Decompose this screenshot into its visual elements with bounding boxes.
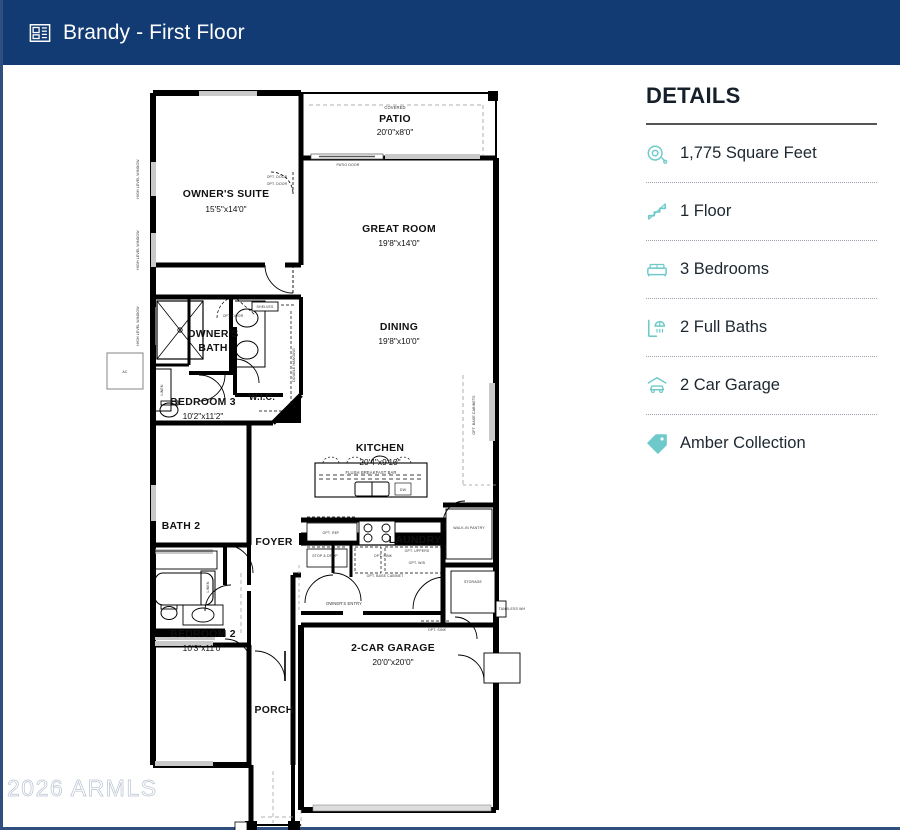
detail-label-floors: 1 Floor	[680, 202, 732, 220]
room-label-foyer: FOYER	[255, 537, 292, 548]
annotation-opt-door-1b: OPT. DOOR	[267, 182, 288, 186]
annotation-owners-entry: OWNER'S ENTRY	[326, 601, 362, 606]
floorplan-drawing: OWNER'S SUITE 15'5"x14'0" COVERED PATIO …	[106, 90, 526, 830]
detail-row-bedrooms: 3 Bedrooms	[646, 241, 877, 299]
room-label-bedroom3: BEDROOM 3	[170, 397, 236, 408]
annotation-double-hanging: DOUBLE HANGING	[292, 348, 296, 382]
room-label-porch: PORCH	[254, 705, 293, 716]
room-dim-dining: 19'8"x10'0"	[378, 336, 419, 346]
floorplan-icon	[29, 23, 51, 42]
details-panel: DETAILS 1,775 Square Feet 1 Floor	[628, 65, 900, 830]
annotation-opt-uppers: OPT. UPPERS	[405, 549, 430, 553]
annotation-storage: STORAGE	[464, 580, 483, 584]
room-label-laundry: LAUNDRY	[389, 535, 442, 546]
annotation-opt-sink: OPT. SINK	[374, 554, 393, 558]
room-label-kitchen: KITCHEN	[356, 443, 404, 454]
annotation-dw: DW	[400, 488, 407, 492]
floorplan-panel: OWNER'S SUITE 15'5"x14'0" COVERED PATIO …	[3, 65, 628, 830]
car-icon	[647, 376, 667, 393]
annotation-high-level-window-3: HIGH LEVEL WINDOW	[136, 306, 140, 346]
details-divider	[646, 123, 877, 125]
room-label-wic: W.I.C.	[249, 392, 275, 402]
room-dim-bedroom3: 10'2"x11'2"	[183, 411, 224, 421]
detail-row-collection: Amber Collection	[646, 415, 877, 472]
annotation-opt-door-1: OPT. DOOR	[267, 175, 288, 179]
room-label-owners-suite: OWNER'S SUITE	[183, 189, 270, 200]
annotation-walk-in-pantry-1: WALK-IN PANTRY	[453, 526, 485, 530]
annotation-stop-drop: STOP & DROP	[312, 554, 338, 558]
title-bar: Brandy - First Floor	[3, 0, 900, 65]
room-label-patio: PATIO	[379, 114, 411, 125]
page-title: Brandy - First Floor	[63, 20, 245, 44]
annotation-opt-base-cabinet: OPT. BASE CABINET	[367, 574, 404, 578]
detail-row-garage: 2 Car Garage	[646, 357, 877, 415]
detail-row-square-feet: 1,775 Square Feet	[646, 125, 877, 183]
annotation-flush-breakfast-bar: FLUSH BREAKFAST BAR	[345, 470, 396, 475]
room-dim-patio: 20'0"x8'0"	[377, 127, 414, 137]
room-label-bath: BATH	[198, 343, 227, 354]
annotation-high-level-window-1: HIGH LEVEL WINDOW	[136, 159, 140, 199]
annotation-tankless-wh: TANKLESS WH	[499, 607, 526, 611]
annotation-linen-2: LINEN	[206, 581, 210, 592]
room-dim-great-room: 19'8"x14'0"	[378, 238, 419, 248]
room-dim-garage: 20'0"x20'0"	[372, 657, 413, 667]
room-label-bath2: BATH 2	[162, 521, 201, 532]
stairs-icon	[647, 202, 667, 220]
bed-icon	[647, 263, 667, 276]
room-label-dining: DINING	[380, 322, 418, 333]
room-label-bedroom2: BEDROOM 2	[170, 629, 236, 640]
shower-icon	[647, 319, 666, 337]
content-area: OWNER'S SUITE 15'5"x14'0" COVERED PATIO …	[3, 65, 900, 830]
annotation-opt-door-2: OPT. DOOR	[223, 314, 244, 318]
annotation-linen-1: LINEN	[160, 384, 164, 395]
detail-label-collection: Amber Collection	[680, 434, 806, 452]
room-dim-owners-suite: 15'5"x14'0"	[205, 204, 246, 214]
annotation-shelves: SHELVES	[257, 305, 274, 309]
detail-label-baths: 2 Full Baths	[680, 318, 768, 336]
detail-label-bedrooms: 3 Bedrooms	[680, 260, 769, 278]
detail-label-garage: 2 Car Garage	[680, 376, 780, 394]
room-label-garage: 2-CAR GARAGE	[351, 643, 435, 654]
annotation-opt-base-cabinets: OPT. BASE CABINETS	[472, 395, 476, 435]
detail-label-square-feet: 1,775 Square Feet	[680, 144, 817, 162]
tape-measure-icon	[647, 144, 668, 164]
details-heading: DETAILS	[646, 83, 741, 108]
room-label-owners: OWNER'S	[187, 329, 238, 340]
tag-icon	[647, 433, 667, 454]
room-dim-bedroom2: 10'3"x11'0"	[183, 643, 224, 653]
annotation-opt-sink-2: OPT. SINK	[428, 628, 447, 632]
room-dim-kitchen: 20'4"x9'10"	[359, 457, 400, 467]
detail-row-baths: 2 Full Baths	[646, 299, 877, 357]
detail-row-floors: 1 Floor	[646, 183, 877, 241]
annotation-high-level-window-2: HIGH LEVEL WINDOW	[136, 230, 140, 270]
room-label-covered: COVERED	[384, 105, 405, 110]
annotation-ac: AC	[122, 370, 127, 374]
room-label-great-room: GREAT ROOM	[362, 224, 436, 235]
annotation-patio-door: PATIO DOOR	[337, 163, 360, 167]
annotation-opt-ref: OPT. REF	[323, 531, 340, 535]
annotation-opt-wd: OPT. W/D	[409, 561, 426, 565]
